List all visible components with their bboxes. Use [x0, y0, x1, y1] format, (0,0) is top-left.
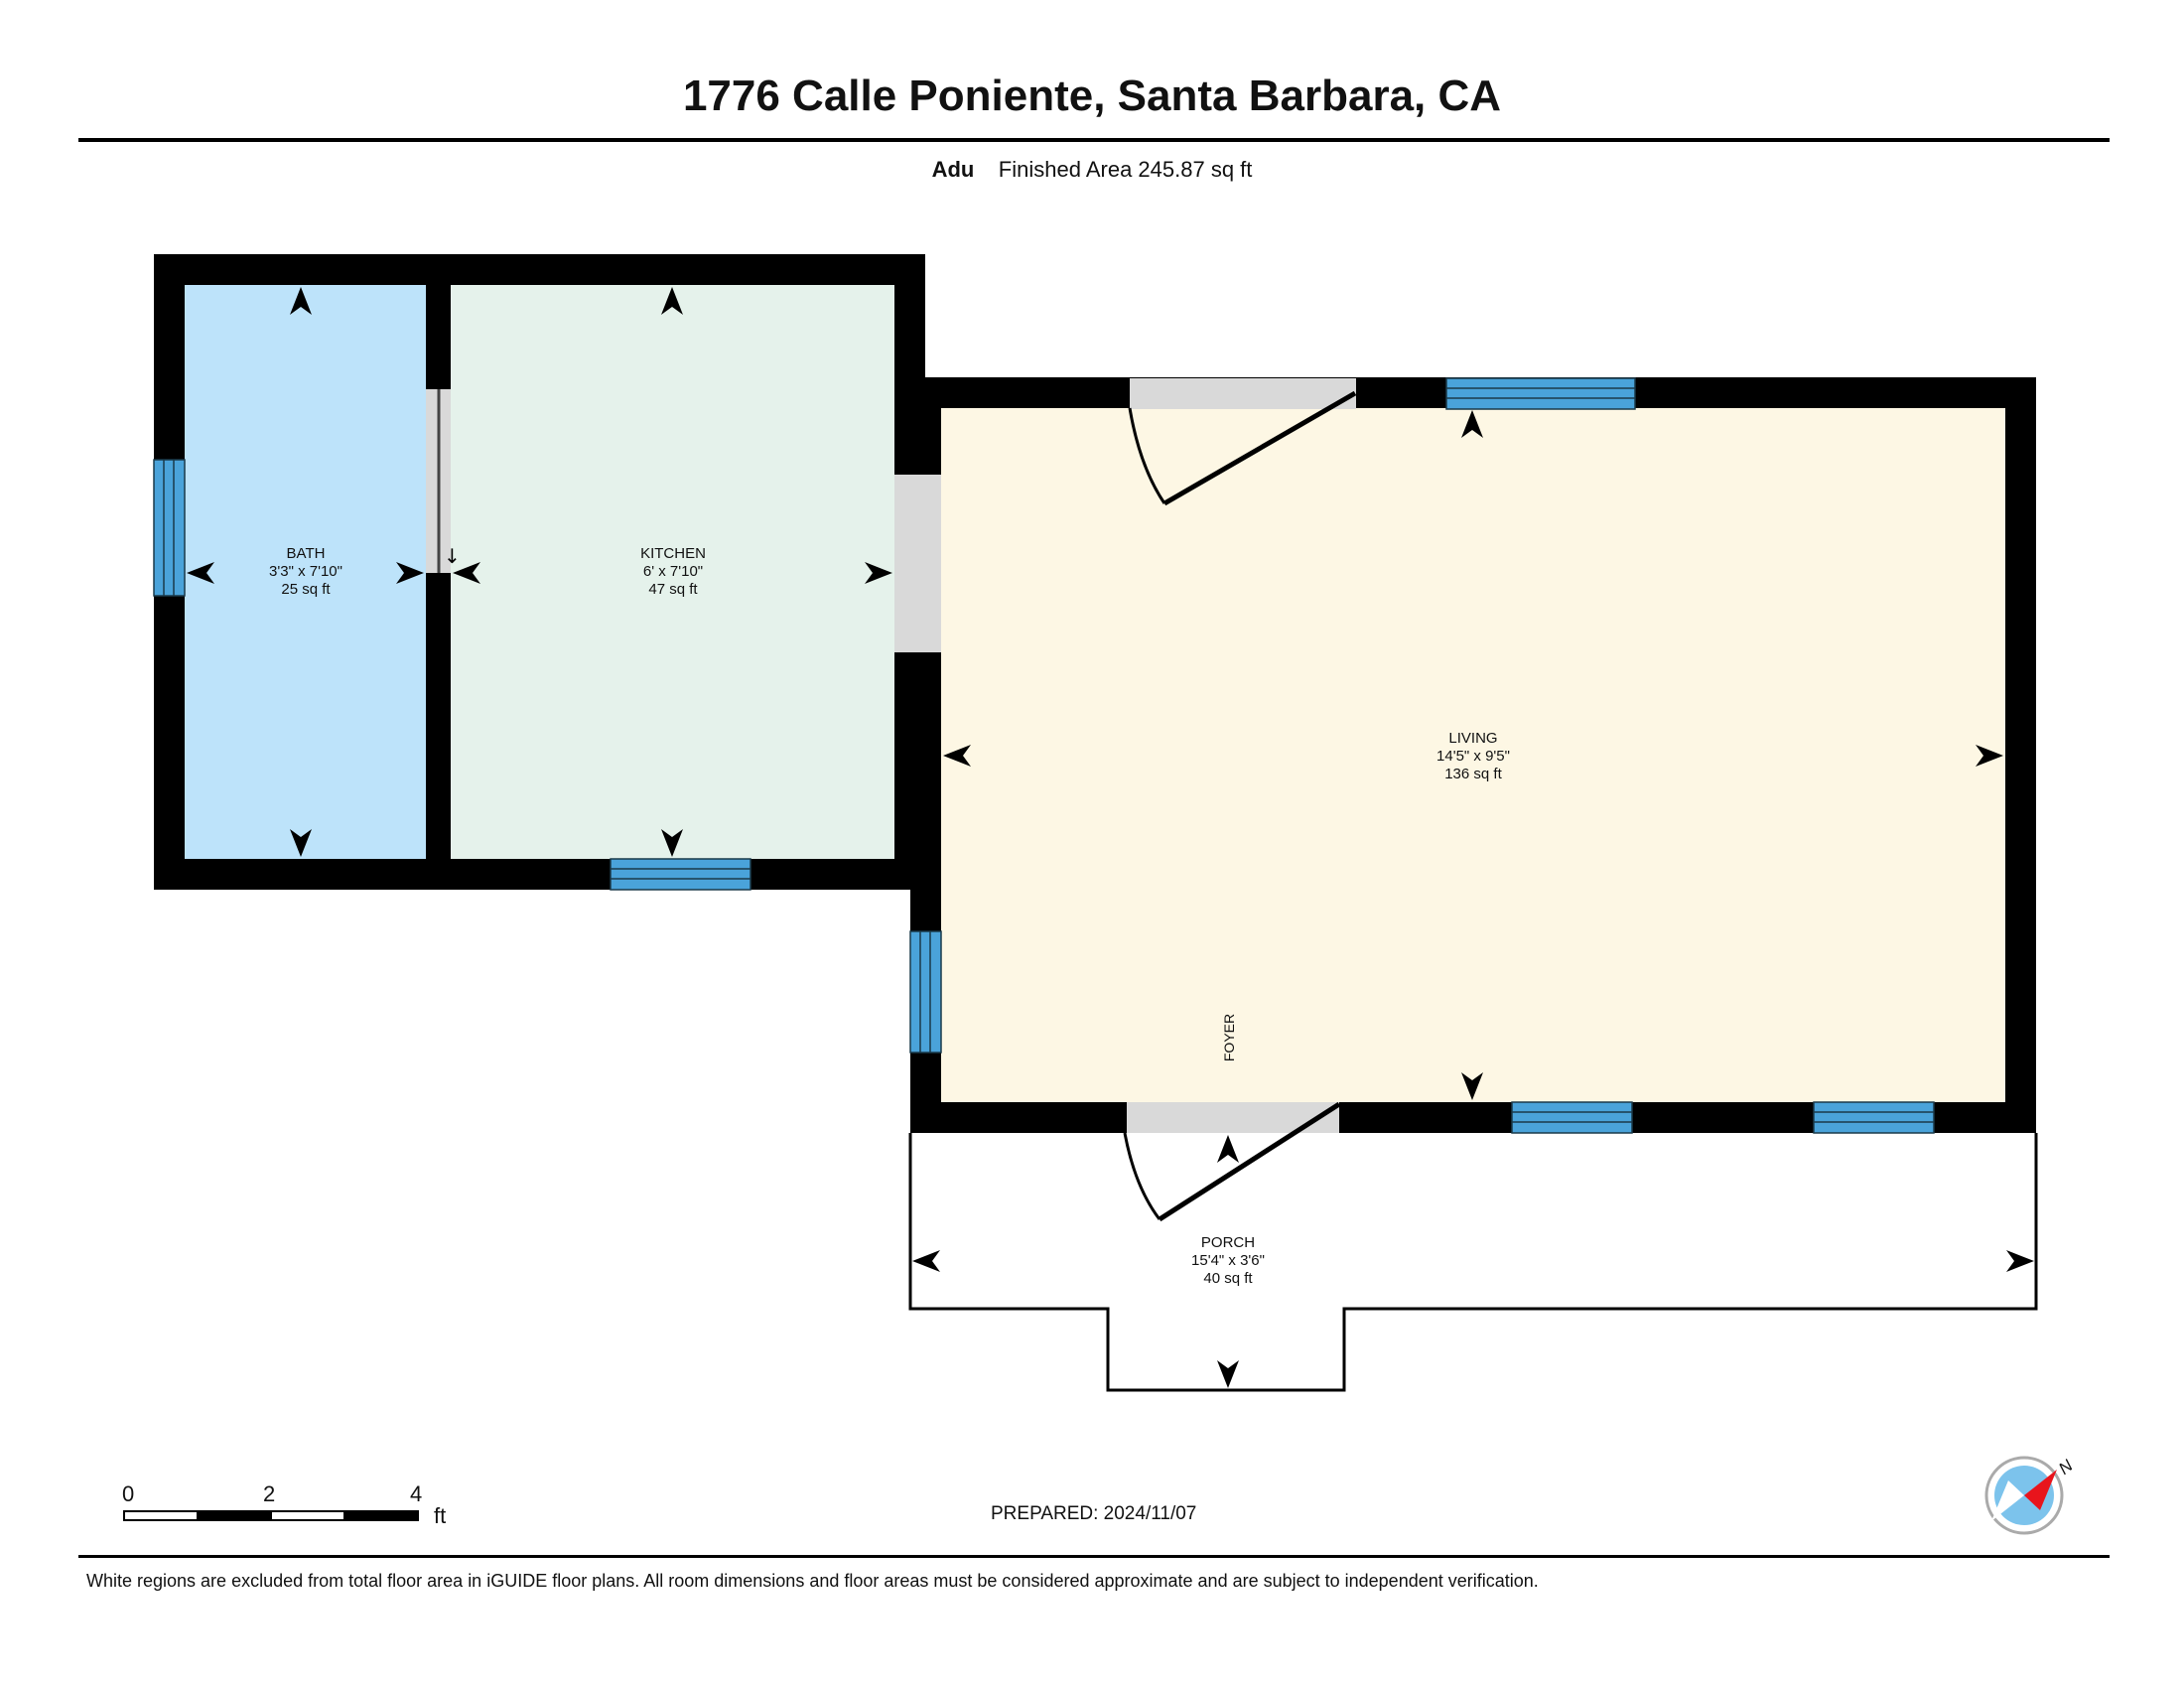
door-openings	[426, 378, 1356, 1133]
scale-tick-4: 4	[410, 1481, 423, 1506]
room-dims: 14'5" x 9'5"	[1436, 748, 1510, 765]
bath-floor	[185, 285, 426, 859]
kitchen-floor	[451, 285, 894, 859]
room-area: 47 sq ft	[648, 581, 698, 598]
room-area: 25 sq ft	[281, 581, 331, 598]
room-name: BATH	[286, 545, 326, 562]
room-area: 40 sq ft	[1203, 1270, 1253, 1287]
disclaimer-text: White regions are excluded from total fl…	[86, 1571, 1539, 1591]
page-title: 1776 Calle Poniente, Santa Barbara, CA	[682, 71, 1502, 120]
room-label-bath: BATH 3'3" x 7'10" 25 sq ft	[206, 545, 405, 599]
scale-tick-2: 2	[263, 1481, 276, 1506]
room-dims: 15'4" x 3'6"	[1191, 1252, 1265, 1269]
room-dims: 3'3" x 7'10"	[269, 563, 342, 580]
room-label-kitchen: KITCHEN 6' x 7'10" 47 sq ft	[574, 545, 772, 599]
room-label-porch: PORCH 15'4" x 3'6" 40 sq ft	[1129, 1234, 1327, 1288]
level-name: Adu	[931, 157, 975, 182]
swing-doors	[1123, 390, 1357, 1222]
windows	[153, 377, 1935, 1134]
living-floor	[941, 408, 2005, 1102]
porch-outline	[908, 1133, 2038, 1392]
finished-area: Finished Area 245.87 sq ft	[998, 157, 1253, 182]
north-arrow-compass-icon	[1984, 1456, 2064, 1535]
room-area: 136 sq ft	[1444, 766, 1502, 782]
scale-tick-0: 0	[122, 1481, 135, 1506]
footer-rule	[78, 1555, 2110, 1558]
room-name: PORCH	[1200, 1234, 1256, 1251]
scale-unit: ft	[434, 1503, 447, 1528]
room-label-living: LIVING 14'5" x 9'5" 136 sq ft	[1374, 730, 1572, 783]
scale-bar	[123, 1510, 419, 1521]
room-name: LIVING	[1448, 730, 1498, 747]
level-summary: Adu Finished Area 245.87 sq ft	[0, 157, 2184, 183]
pocket-door-arrow: ↓	[444, 544, 461, 568]
foyer-label: FOYER	[1221, 1013, 1237, 1062]
prepared-date: PREPARED: 2024/11/07	[991, 1503, 1197, 1524]
header-rule	[78, 138, 2110, 142]
room-dims: 6' x 7'10"	[642, 563, 704, 580]
room-name: KITCHEN	[640, 545, 706, 562]
